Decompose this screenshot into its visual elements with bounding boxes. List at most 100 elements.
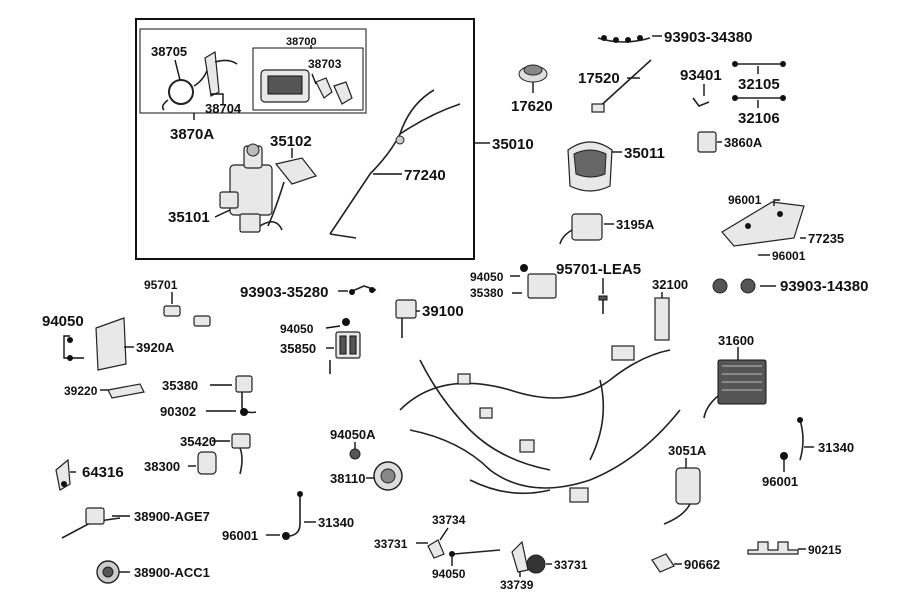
ignition-kit-frame [135, 18, 475, 260]
label-35420: 35420 [180, 434, 216, 449]
label-95701: 95701 [144, 278, 178, 292]
leader-96001-a [773, 199, 780, 206]
label-38705: 38705 [151, 44, 187, 59]
cable-32105-icon [732, 61, 786, 67]
label-95701-LEA5: 95701-LEA5 [556, 261, 641, 278]
label-93903-34380: 93903-34380 [664, 29, 752, 46]
cdi-35850-icon [329, 318, 361, 374]
label-90215: 90215 [808, 543, 842, 557]
relay-3195A-icon [559, 213, 603, 245]
label-38110: 38110 [330, 471, 365, 486]
label-33731-a: 33731 [374, 537, 408, 551]
label-96001-a: 96001 [728, 193, 762, 207]
clip-93401-icon [692, 97, 710, 107]
sensor-35102-icon [267, 157, 317, 227]
ignition-switch-assembly-icon [219, 143, 283, 233]
regulator-rectifier-icon [703, 359, 767, 419]
label-35850: 35850 [280, 341, 316, 356]
label-35380-a: 35380 [470, 286, 504, 300]
seat-cable-icon [329, 89, 461, 239]
label-96001-c: 96001 [762, 474, 798, 489]
label-33739: 33739 [500, 578, 534, 592]
label-90302: 90302 [160, 404, 196, 419]
cable-17520-icon [591, 59, 652, 113]
bolt-95701-icon [163, 305, 211, 327]
antenna-ring-icon [161, 67, 209, 111]
label-32100: 32100 [652, 277, 688, 292]
leader-94050-b [325, 325, 341, 329]
clip-90662-icon [651, 553, 675, 573]
bolts-93903-14380-icon [712, 278, 756, 294]
label-17620: 17620 [511, 98, 553, 115]
grommet-94050A-icon [349, 448, 361, 460]
label-35011: 35011 [624, 145, 665, 162]
label-93903-35280: 93903-35280 [240, 284, 328, 301]
cable-32106-icon [732, 95, 786, 101]
leader-38703 [311, 73, 317, 85]
label-94050-a: 94050 [470, 270, 504, 284]
bolts-93903-35280-icon [349, 285, 377, 295]
label-93903-14380: 93903-14380 [780, 278, 868, 295]
label-38700: 38700 [286, 36, 317, 48]
label-93401: 93401 [680, 67, 722, 84]
leader-38704 [210, 93, 224, 104]
label-3195A: 3195A [616, 217, 655, 232]
sensor-39100-icon [395, 299, 417, 338]
leader-33734 [439, 527, 449, 541]
fuel-cap-icon [518, 64, 548, 83]
sensor-31340-b-icon [282, 491, 303, 540]
leader-94050-c [63, 335, 84, 359]
switch-35420-icon [231, 433, 251, 475]
label-32105: 32105 [738, 76, 780, 93]
bracket-3920A-icon [67, 317, 127, 371]
label-38703: 38703 [308, 57, 342, 71]
label-17520: 17520 [578, 70, 620, 87]
label-38900-AGE7: 38900-AGE7 [134, 509, 210, 524]
label-94050-d: 94050 [432, 567, 466, 581]
clips-90215-icon [747, 541, 799, 555]
sensor-38900-AGE7-icon [61, 507, 121, 539]
label-39100: 39100 [422, 303, 464, 320]
leader-35101 [214, 209, 231, 218]
bolt-95701-LEA5-icon [598, 295, 608, 314]
label-32106: 32106 [738, 110, 780, 127]
bracket-77235-icon [721, 201, 805, 247]
cover-35011-icon [567, 141, 613, 192]
label-38300: 38300 [144, 459, 180, 474]
label-31340-a: 31340 [818, 440, 854, 455]
bracket-64316-icon [55, 458, 71, 491]
label-35101: 35101 [168, 209, 210, 226]
label-35102: 35102 [270, 133, 312, 150]
label-3860A: 3860A [724, 135, 763, 150]
label-33734: 33734 [432, 513, 466, 527]
label-96001-d: 96001 [222, 528, 258, 543]
label-94050-c: 94050 [280, 322, 314, 336]
label-94050A: 94050A [330, 427, 376, 442]
lock-set-frame [139, 28, 367, 114]
label-35380-b: 35380 [162, 378, 198, 393]
bracket-icon [204, 50, 238, 97]
connector-strip-icon [597, 35, 651, 43]
stand-switch-icon [427, 539, 546, 574]
remote-module-icon [260, 69, 353, 105]
horn-38300-icon [197, 451, 217, 475]
label-3920A: 3920A [136, 340, 175, 355]
label-77235: 77235 [808, 231, 844, 246]
sensor-38900-ACC1-icon [96, 560, 120, 584]
label-64316: 64316 [82, 464, 124, 481]
label-96001-b: 96001 [772, 249, 806, 263]
label-35010: 35010 [492, 136, 534, 153]
horn-38110-icon [373, 461, 403, 491]
label-31600: 31600 [718, 333, 754, 348]
wire-harness-icon [399, 297, 681, 503]
fuse-box-35380-icon [520, 264, 557, 299]
remote-set-frame [252, 47, 364, 111]
label-31340-b: 31340 [318, 515, 354, 530]
label-3870A: 3870A [170, 126, 214, 143]
clip-39220-icon [107, 383, 145, 399]
label-77240: 77240 [404, 167, 446, 184]
label-90662: 90662 [684, 557, 720, 572]
leader-38705 [174, 59, 181, 81]
